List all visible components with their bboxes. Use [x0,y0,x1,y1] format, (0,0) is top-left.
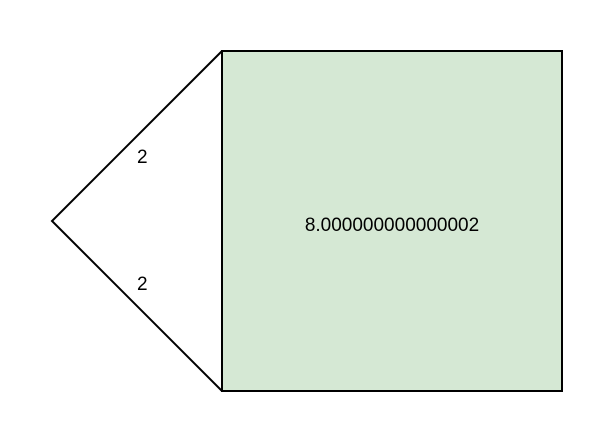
leg-top-label: 2 [137,147,148,168]
square-shape[interactable] [221,50,563,392]
leg-bottom-label: 2 [137,274,148,295]
triangle-shape[interactable] [50,50,223,392]
square-area-label: 8.000000000000002 [305,215,479,236]
